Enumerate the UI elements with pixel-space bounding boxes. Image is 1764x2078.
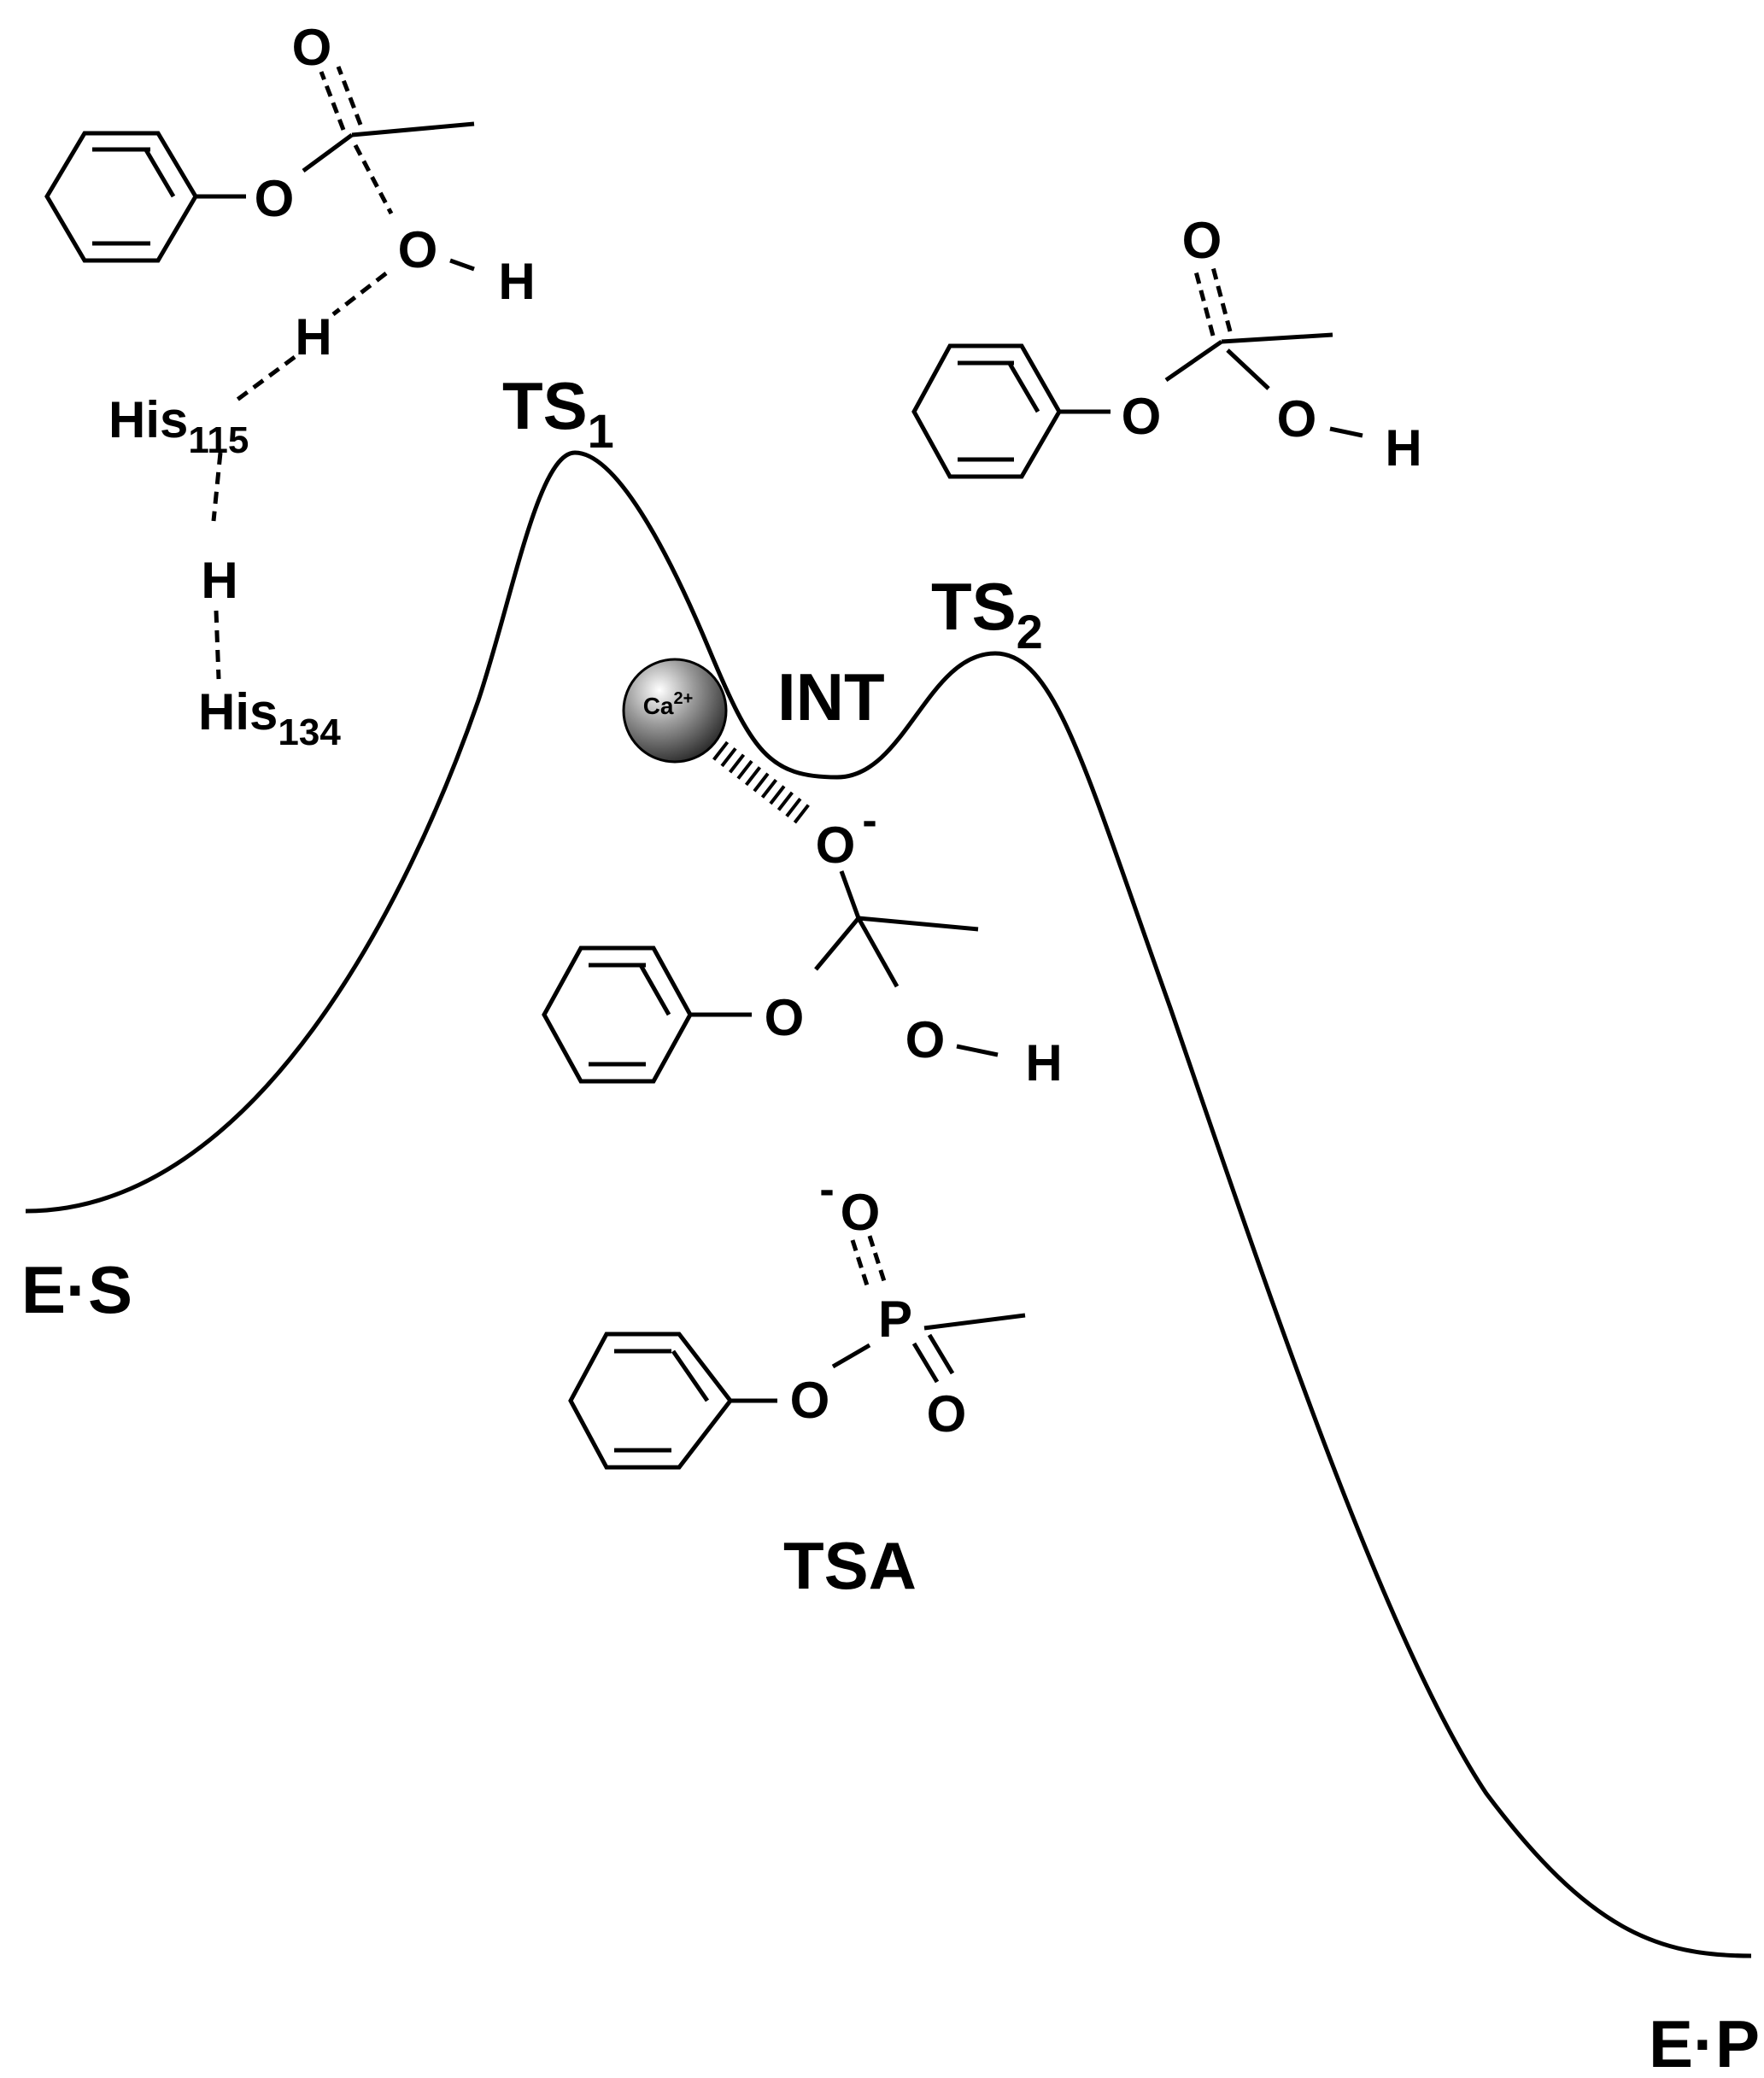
state-int-label: INT	[777, 659, 885, 735]
calcium-label: Ca2+	[643, 689, 694, 719]
atom-o: O	[816, 817, 856, 874]
his115-label: His115	[108, 391, 249, 461]
benzene-ring	[568, 1332, 734, 1470]
product-molecule: O O O H	[911, 212, 1422, 479]
tsa-label: TSA	[783, 1528, 917, 1603]
atom-o: O	[398, 221, 438, 278]
atom-o: O	[927, 1385, 967, 1443]
atom-p: P	[878, 1291, 912, 1348]
atom-o: O	[765, 989, 805, 1046]
reaction-energy-curve	[25, 450, 1752, 1958]
benzene-ring	[911, 343, 1062, 479]
tsa-molecule: - O P O O	[568, 1165, 1026, 1470]
atom-o: O	[905, 1011, 946, 1068]
atom-h: H	[201, 552, 237, 609]
atom-o: O	[790, 1372, 830, 1429]
atom-o: O	[1277, 390, 1317, 448]
state-ts1-label: TS1	[502, 368, 614, 458]
ca-o-coordination	[712, 740, 814, 828]
state-es-label: E·S	[21, 1252, 132, 1327]
benzene-ring	[44, 131, 198, 263]
atom-h: H	[1385, 419, 1421, 477]
atom-o: O	[1122, 388, 1162, 445]
atom-h: H	[498, 253, 535, 310]
atom-h: H	[1025, 1034, 1062, 1092]
intermediate-molecule: Ca2+ O - O O H	[542, 658, 1063, 1092]
atom-o: O	[292, 19, 332, 76]
benzene-ring	[542, 945, 693, 1084]
reactant-molecule: O O O H H H His115 His134	[44, 19, 536, 753]
atom-h: H	[295, 308, 331, 366]
calcium-ion	[622, 658, 728, 764]
atom-charge: -	[819, 1165, 834, 1215]
atom-o: O	[841, 1184, 881, 1241]
state-ts2-label: TS2	[931, 569, 1043, 659]
state-ep-label: E·P	[1649, 2006, 1760, 2078]
atom-charge: -	[862, 796, 876, 846]
atom-o: O	[255, 170, 295, 227]
his134-label: His134	[198, 683, 341, 753]
atom-o: O	[1182, 212, 1222, 269]
